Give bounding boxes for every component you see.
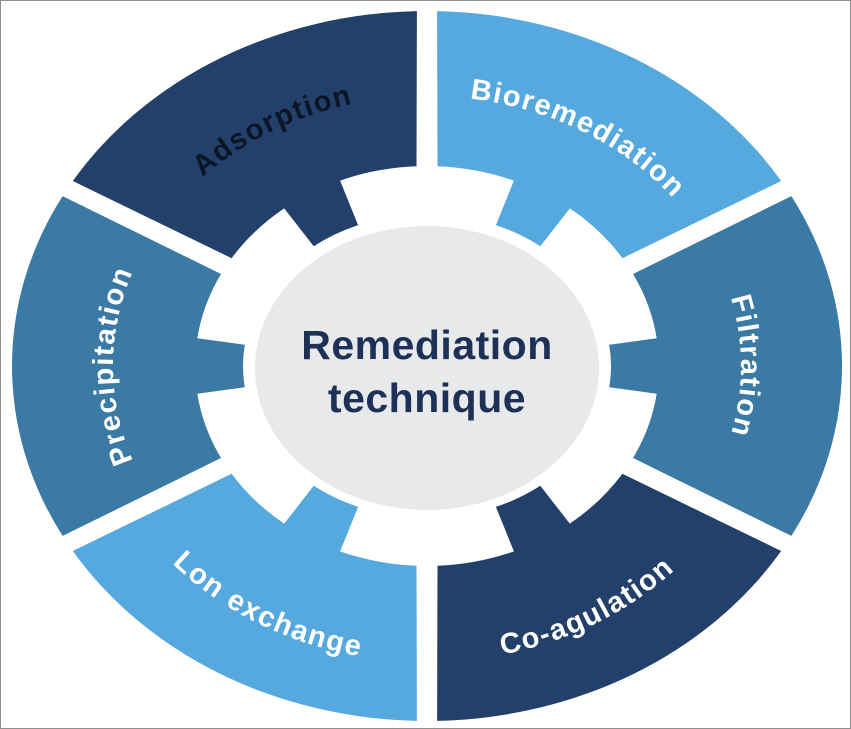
center-circle <box>255 226 599 510</box>
center-title-line1: Remediation <box>301 322 553 368</box>
segment-lon-exchange <box>72 473 417 721</box>
segment-bioremediation <box>437 11 782 259</box>
segment-precipitation <box>11 196 245 536</box>
segment-adsorption <box>72 11 417 259</box>
center-title-line2: technique <box>328 375 526 421</box>
segment-filtration <box>609 196 843 536</box>
segment-co-agulation <box>437 473 782 721</box>
